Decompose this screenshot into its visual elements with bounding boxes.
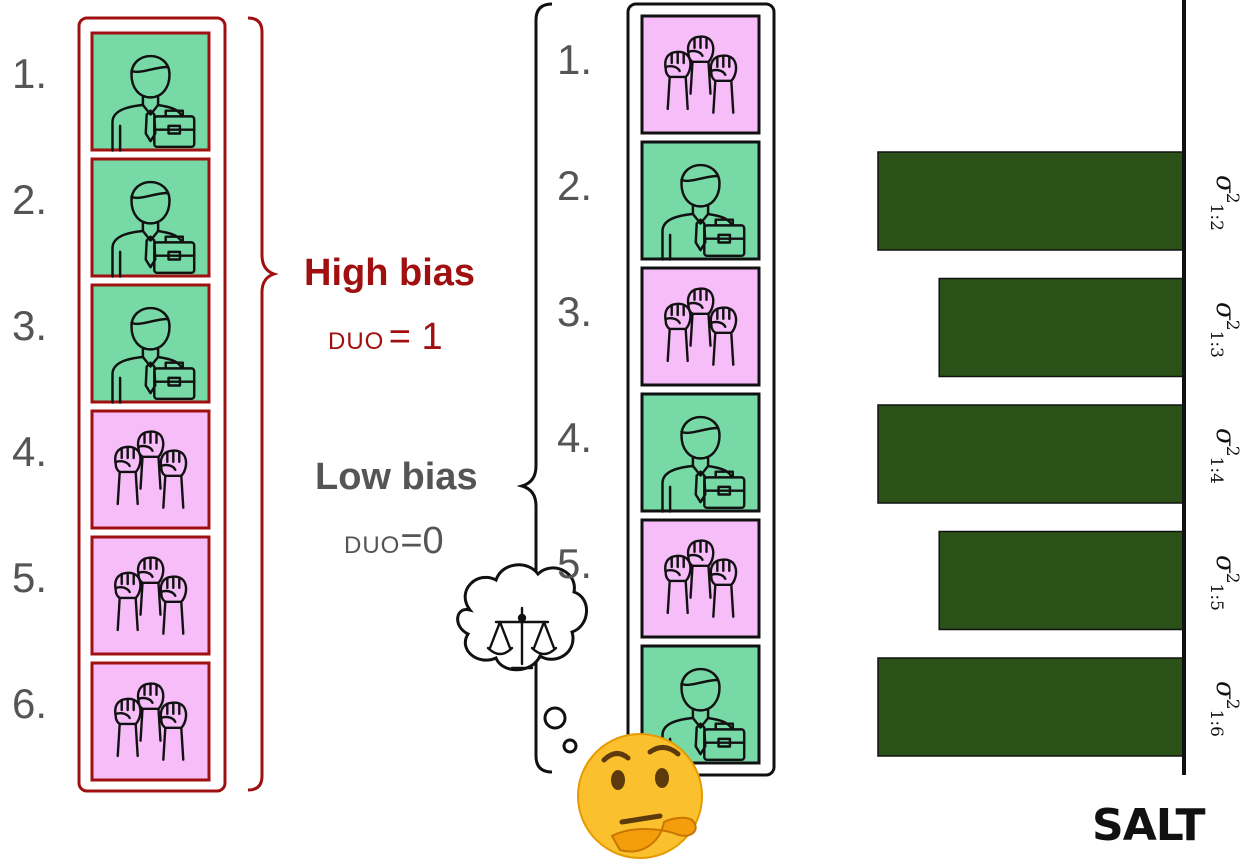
protest-tile	[90, 535, 211, 656]
high-bias-metric: DUO	[328, 328, 385, 355]
high-bias-brace	[247, 16, 279, 792]
category-label: σ21:4	[1206, 427, 1242, 484]
professional-tile	[640, 392, 761, 513]
protest-tile	[640, 14, 761, 135]
rank-number: 4.	[557, 414, 593, 461]
category-label: σ21:6	[1206, 680, 1242, 737]
low-bias-brace	[516, 2, 553, 774]
professional-tile	[90, 157, 211, 278]
high-bias-duo: DUO = 1	[328, 316, 443, 359]
thought-bubble	[456, 563, 588, 754]
salt-logo: SALT	[1092, 800, 1206, 851]
bar-5	[938, 530, 1185, 631]
low-bias-title: Low bias	[315, 456, 478, 498]
low-bias-value: =0	[400, 520, 444, 562]
thinking-face-emoji	[577, 733, 703, 859]
professional-tile	[90, 31, 211, 152]
protest-tile	[640, 518, 761, 639]
bar-2	[877, 151, 1185, 251]
bar-3	[938, 277, 1185, 378]
rank-number: 5.	[12, 554, 48, 601]
rank-number: 6.	[12, 680, 48, 727]
rank-number: 2.	[557, 162, 593, 209]
bar-4	[877, 404, 1185, 504]
middle-ranking-frame	[626, 2, 776, 777]
protest-tile	[90, 409, 211, 530]
rank-number: 2.	[12, 176, 48, 223]
protest-tile	[640, 266, 761, 387]
low-bias-metric: DUO	[344, 532, 401, 559]
rank-number: 3.	[12, 302, 48, 349]
bar-6	[877, 657, 1185, 757]
category-label: σ21:2	[1206, 174, 1242, 231]
left-ranking-items	[90, 31, 211, 782]
rank-number: 3.	[557, 288, 593, 335]
scales-of-justice-icon	[486, 606, 558, 670]
low-bias-duo: DUO=0	[344, 520, 444, 563]
high-bias-value: = 1	[388, 316, 443, 358]
category-label: σ21:5	[1206, 554, 1242, 611]
high-bias-title: High bias	[304, 252, 476, 294]
professional-tile	[90, 283, 211, 404]
protest-tile	[90, 661, 211, 782]
rank-number: 1.	[557, 36, 593, 83]
rank-number: 5.	[557, 540, 593, 587]
middle-ranking-items	[640, 14, 761, 765]
category-label: σ21:3	[1206, 301, 1242, 358]
rank-number: 4.	[12, 428, 48, 475]
rank-number: 1.	[12, 50, 48, 97]
professional-tile	[640, 140, 761, 261]
variance-bar-chart	[877, 0, 1186, 775]
left-ranking-frame	[77, 16, 227, 793]
